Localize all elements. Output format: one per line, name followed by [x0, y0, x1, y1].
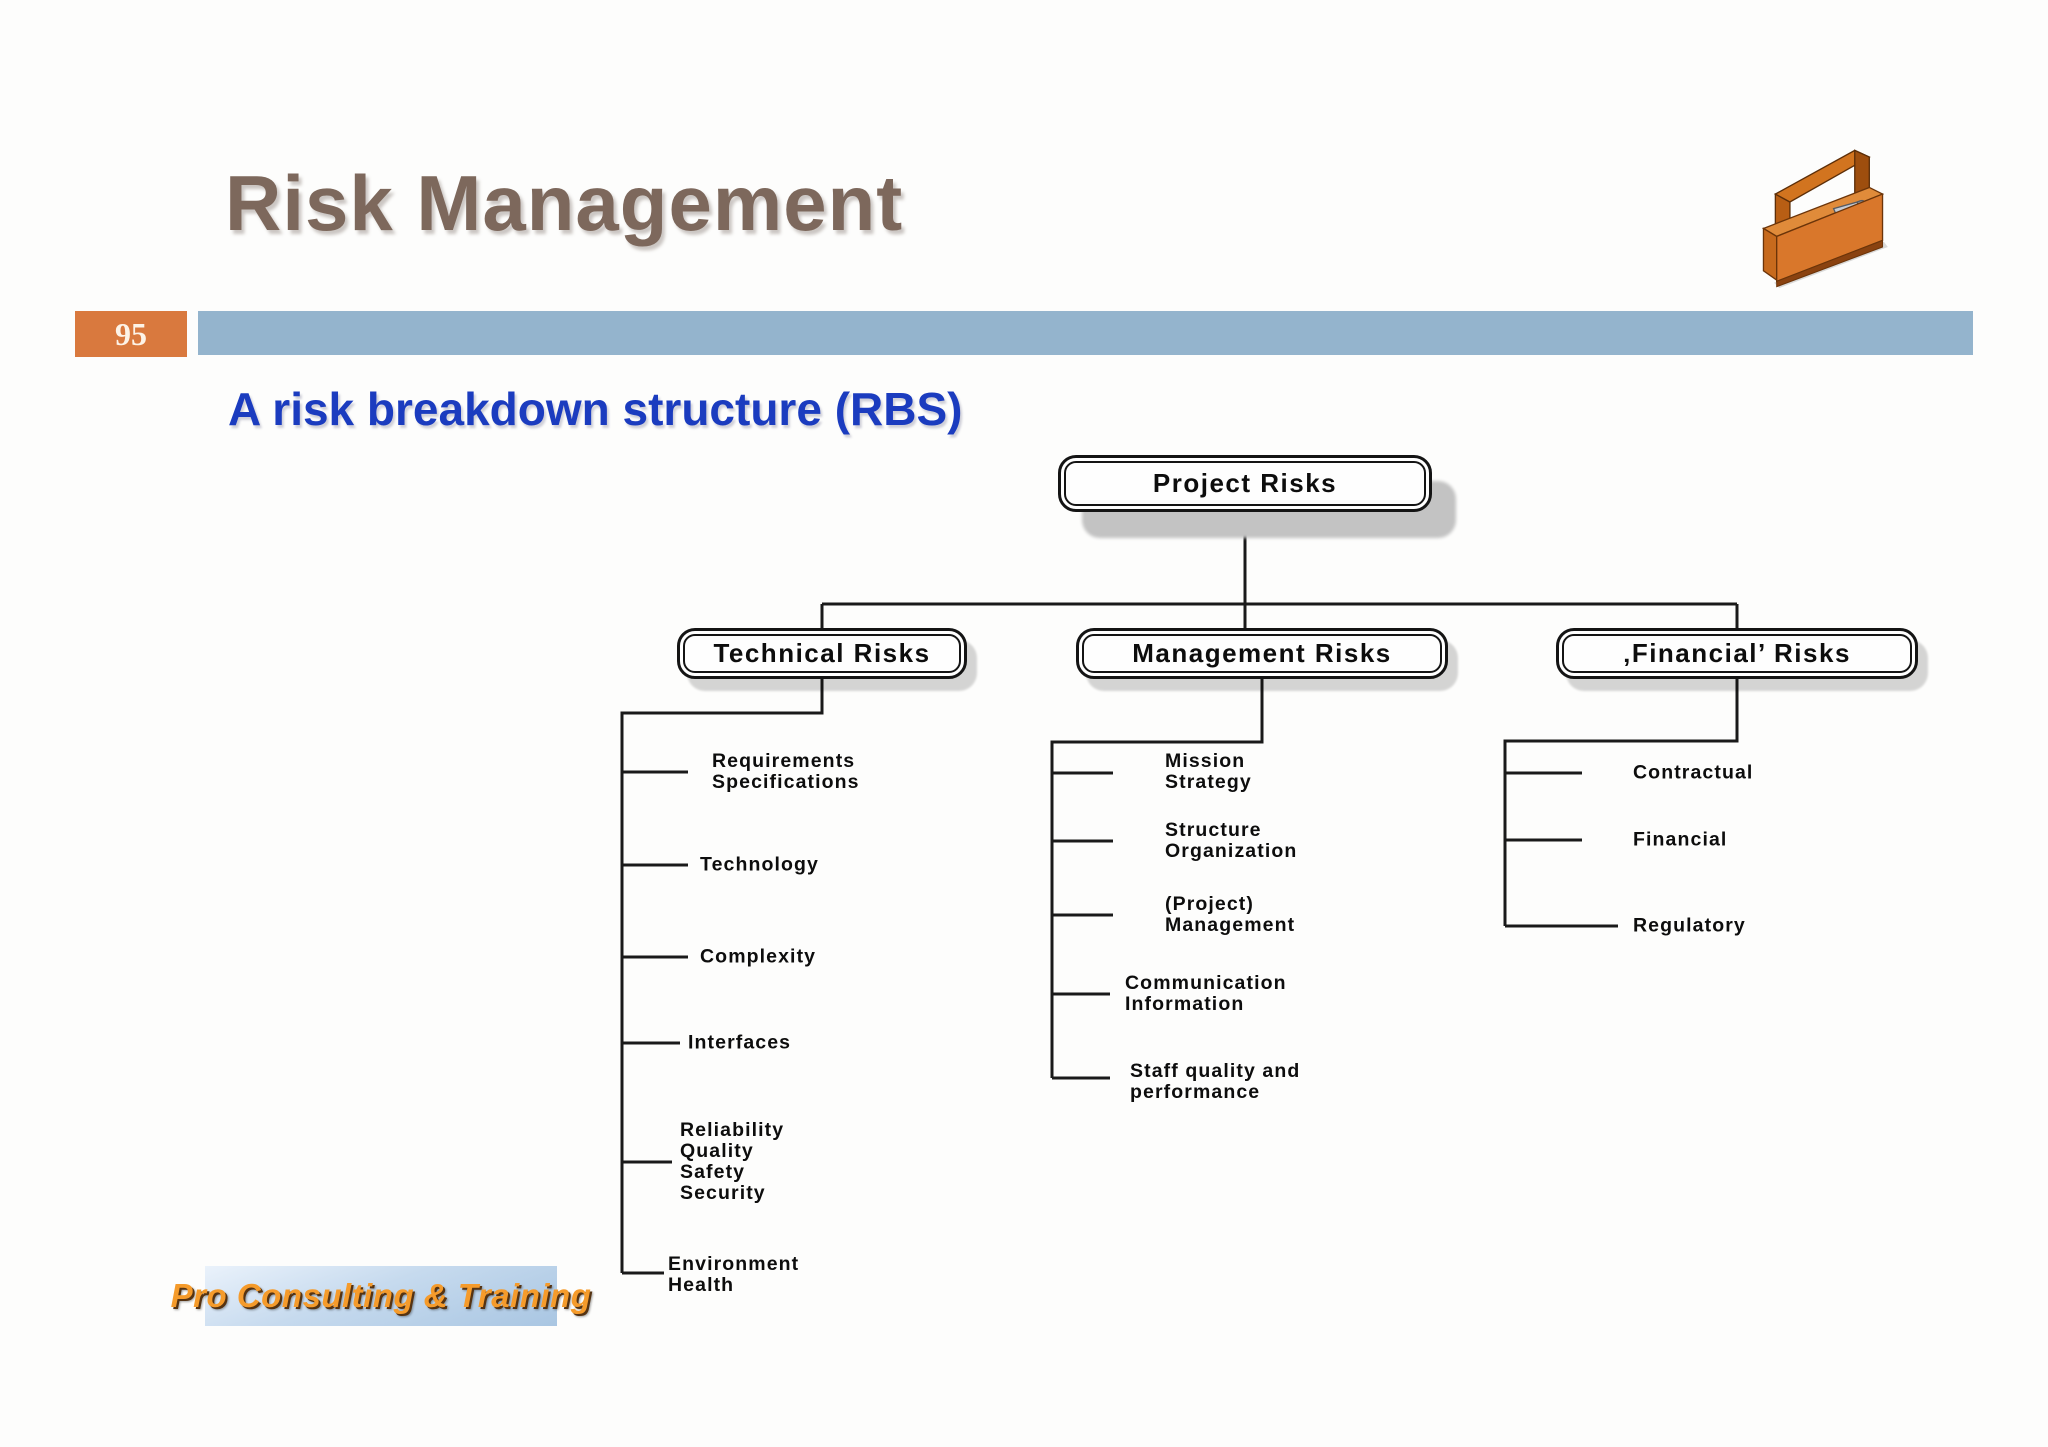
node-label-project-risks: Project Risks [1152, 468, 1338, 498]
leaf-communication-information: Communication Information [1125, 972, 1287, 1015]
node-inner: Technical Risks [683, 634, 961, 673]
node-inner: Project Risks [1064, 461, 1426, 506]
leaf-interfaces: Interfaces [688, 1031, 792, 1054]
node-financial-risks: ‚Financial’ Risks [1556, 628, 1918, 679]
slide-subtitle: A risk breakdown structure (RBS) [228, 383, 963, 435]
node-inner: ‚Financial’ Risks [1562, 634, 1912, 673]
leaf-reliability-quality-safety-security: Reliability Quality Safety Security [680, 1119, 785, 1204]
node-label-technical-risks: Technical Risks [713, 638, 931, 668]
leaf-technology: Technology [700, 853, 819, 876]
leaf-contractual: Contractual [1633, 761, 1754, 784]
leaf-mission-strategy: Mission Strategy [1165, 750, 1252, 793]
node-inner: Management Risks [1082, 634, 1442, 673]
toolbox-icon [1761, 149, 1888, 288]
node-technical-risks: Technical Risks [677, 628, 967, 679]
footer-logo-text: Pro Consulting & Training [170, 1277, 592, 1314]
node-project-risks: Project Risks [1058, 455, 1432, 512]
footer-logo: Pro Consulting & Training [171, 1266, 591, 1326]
leaf-environment-health: Environment Health [668, 1253, 800, 1296]
page-number: 95 [115, 315, 147, 352]
leaf-complexity: Complexity [700, 945, 817, 968]
node-label-financial-risks: ‚Financial’ Risks [1623, 638, 1851, 668]
leaf-staff-quality-performance: Staff quality and performance [1130, 1060, 1301, 1103]
leaf-regulatory: Regulatory [1633, 914, 1746, 937]
node-management-risks: Management Risks [1076, 628, 1448, 679]
leaf-structure-organization: Structure Organization [1165, 819, 1298, 862]
page-number-badge: 95 [75, 311, 187, 357]
header-bar [198, 311, 1973, 355]
leaf-financial: Financial [1633, 828, 1728, 851]
page-title: Risk Management [225, 159, 904, 247]
node-label-management-risks: Management Risks [1132, 638, 1392, 668]
leaf-project-management: (Project) Management [1165, 893, 1296, 936]
leaf-requirements-specifications: Requirements Specifications [712, 750, 860, 793]
